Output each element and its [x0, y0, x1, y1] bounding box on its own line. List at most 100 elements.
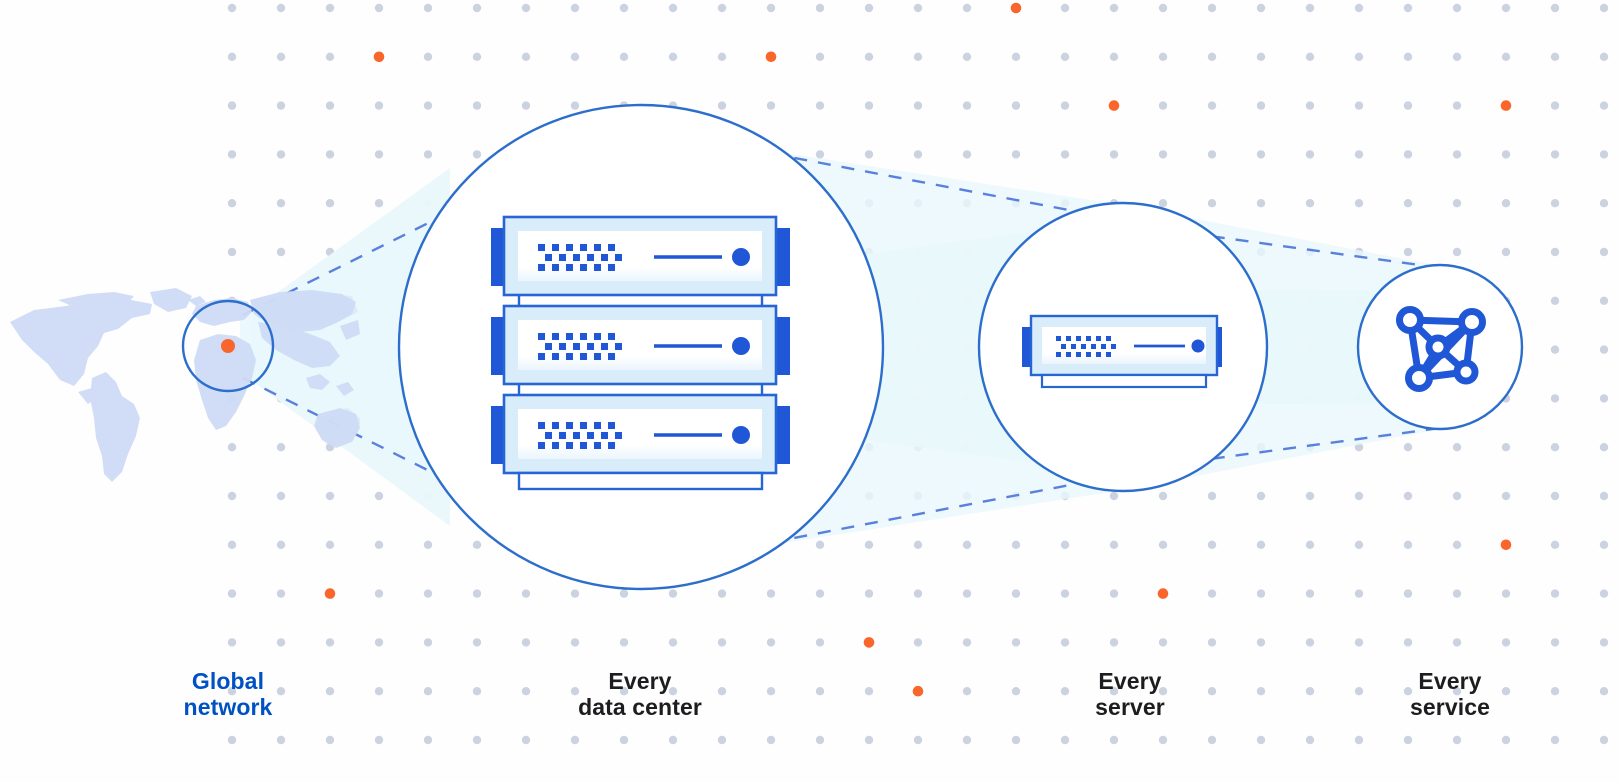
grid-dot: [1305, 638, 1315, 647]
grid-dot: [1109, 687, 1119, 696]
grid-dot: [1354, 443, 1364, 452]
grid-dot: [1109, 491, 1119, 501]
grid-dot: [521, 3, 531, 13]
grid-dot: [815, 638, 825, 647]
grid-dot: [668, 687, 678, 696]
grid-dot: [1060, 638, 1070, 647]
grid-dot-highlight: [1108, 100, 1120, 111]
grid-dot: [374, 589, 384, 598]
grid-dot: [276, 101, 286, 110]
server-rack-icon: [491, 215, 790, 491]
grid-dot: [864, 687, 874, 696]
grid-dot: [1109, 150, 1119, 159]
grid-dot: [521, 687, 531, 696]
grid-dot: [815, 540, 825, 549]
grid-dot: [1256, 687, 1266, 696]
status-dot-3: [732, 426, 750, 444]
grid-dot: [1011, 52, 1021, 61]
grid-dot: [1256, 638, 1266, 647]
grid-dot: [717, 687, 727, 696]
grid-dot: [374, 101, 384, 110]
grid-dot: [1158, 687, 1168, 696]
grid-dot: [1550, 491, 1560, 501]
grid-dot: [276, 199, 286, 208]
grid-dot: [374, 735, 384, 745]
grid-dot: [1550, 296, 1560, 305]
grid-dot: [1452, 540, 1462, 549]
grid-dot: [1207, 3, 1217, 13]
grid-dot: [1354, 540, 1364, 549]
mesh-node-top-left: [1396, 306, 1424, 334]
grid-dot: [1256, 3, 1266, 13]
grid-dot: [423, 52, 433, 61]
grid-dot: [619, 735, 629, 745]
grid-dot: [1599, 101, 1609, 110]
grid-dot: [1207, 540, 1217, 549]
grid-dot: [472, 150, 482, 159]
grid-dot: [570, 735, 580, 745]
grid-dot: [1452, 589, 1462, 598]
grid-dot: [1403, 638, 1413, 647]
grid-dot: [1158, 3, 1168, 13]
grid-dot: [1207, 52, 1217, 61]
global-network-label: Global network: [183, 668, 273, 720]
grid-dot-highlight: [373, 51, 385, 63]
grid-dot: [325, 199, 335, 208]
grid-dot: [1109, 638, 1119, 647]
grid-dot: [913, 150, 923, 159]
grid-dot: [1011, 540, 1021, 549]
grid-dot: [276, 150, 286, 159]
grid-dot: [472, 540, 482, 549]
grid-dot: [1550, 394, 1560, 403]
grid-dot: [864, 101, 874, 110]
grid-dot: [227, 52, 237, 61]
map-highlight-circle: [181, 299, 275, 393]
grid-dot: [1452, 3, 1462, 13]
rack-unit-3: [491, 393, 790, 475]
grid-dot: [227, 589, 237, 598]
grid-dot: [1109, 52, 1119, 61]
grid-dot: [374, 150, 384, 159]
grid-dot: [619, 52, 629, 61]
grid-dot: [1060, 3, 1070, 13]
grid-dot: [1501, 52, 1511, 61]
grid-dot: [472, 638, 482, 647]
rack-unit-2: [491, 304, 790, 386]
grid-dot: [1599, 540, 1609, 549]
mesh-node-top-right: [1458, 308, 1486, 336]
grid-dot: [1550, 199, 1560, 208]
grid-dot: [1305, 3, 1315, 13]
grid-dot: [423, 687, 433, 696]
grid-dot: [1158, 491, 1168, 501]
grid-dot: [1060, 687, 1070, 696]
grid-dot: [1109, 3, 1119, 13]
grid-dot: [276, 247, 286, 257]
grid-dot: [1354, 589, 1364, 598]
grid-dot: [962, 540, 972, 549]
grid-dot: [570, 3, 580, 13]
grid-dot: [717, 638, 727, 647]
grid-dot: [913, 52, 923, 61]
grid-dot: [1207, 491, 1217, 501]
rack-base: [517, 471, 764, 491]
grid-dot: [619, 589, 629, 598]
grid-dot: [815, 735, 825, 745]
grid-dot: [276, 589, 286, 598]
status-dot-server: [1191, 339, 1205, 353]
grid-dot: [864, 735, 874, 745]
grid-dot: [276, 443, 286, 452]
grid-dot: [1011, 735, 1021, 745]
service-mesh-icon: [1396, 306, 1486, 392]
grid-dot: [1501, 3, 1511, 13]
grid-dot: [423, 101, 433, 110]
grid-dot: [815, 687, 825, 696]
grid-dot: [1011, 687, 1021, 696]
grid-dot: [472, 735, 482, 745]
grid-dot: [1403, 3, 1413, 13]
mesh-node-bottom-left: [1405, 364, 1433, 392]
grid-dot: [1599, 52, 1609, 61]
grid-dot: [472, 52, 482, 61]
foreground-dot-grid: [324, 2, 1512, 697]
